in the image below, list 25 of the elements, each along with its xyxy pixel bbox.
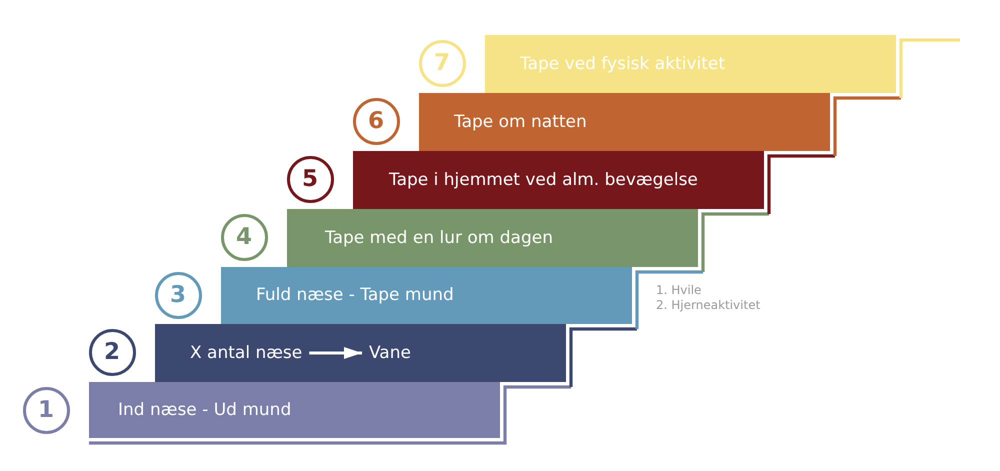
step-label: Fuld næse - Tape mund	[256, 285, 454, 306]
step-label: Vane	[369, 342, 411, 364]
step-bar	[485, 35, 896, 93]
number-circle: 5	[286, 156, 334, 202]
step-label: Ind næse - Ud mund	[118, 400, 292, 420]
number-circle: 4	[220, 214, 268, 260]
step-bar	[155, 324, 566, 382]
number-circle: 3	[154, 272, 202, 318]
number-circle: 2	[88, 328, 136, 376]
step-label: X antal næse	[190, 342, 302, 364]
step-bar	[221, 267, 632, 324]
arrow	[309, 347, 362, 359]
step-bar	[419, 93, 830, 151]
step-bar	[287, 209, 698, 267]
step-label: Tape i hjemmet ved alm. bevægelse	[389, 170, 698, 190]
number-circle: 7	[418, 40, 466, 86]
step-label: Tape med en lur om dagen	[325, 228, 553, 248]
number-circle: 6	[352, 98, 400, 144]
list-item: 2. Hjerneaktivitet	[656, 298, 760, 312]
number-circle: 1	[22, 386, 70, 434]
step-label: Tape ved fysisk aktivitet	[520, 54, 726, 74]
list-item: 1. Hvile	[656, 283, 702, 298]
step-label: Tape om natten	[454, 112, 587, 132]
step-bar	[353, 151, 764, 209]
step-bar	[89, 382, 500, 438]
